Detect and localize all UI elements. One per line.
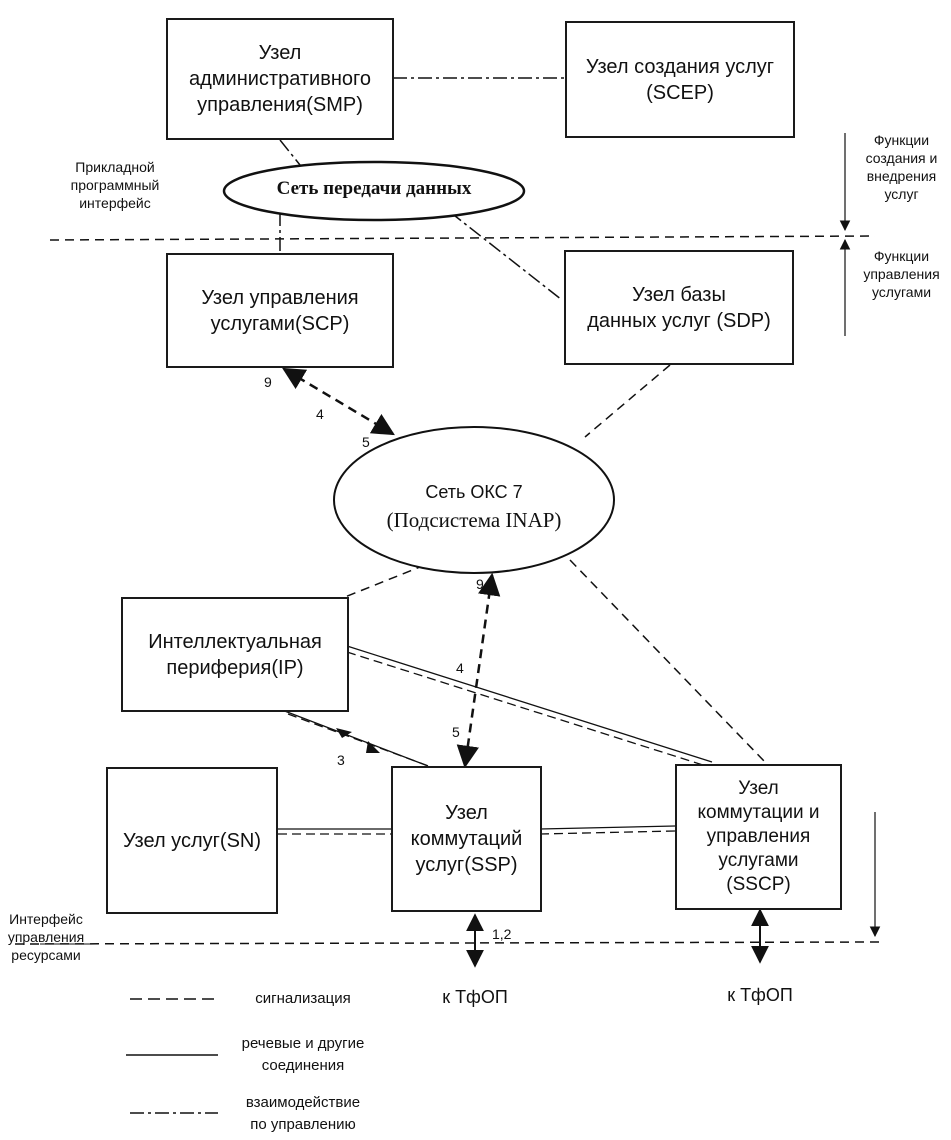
ssp-line-3: услуг(SSP): [415, 854, 518, 876]
speech-line-ip-sscp-a: [346, 645, 713, 763]
sdp-node: Узел базы данных услуг (SDP): [564, 250, 794, 365]
ip-node: Интеллектуальная периферия(IP): [121, 597, 349, 712]
signal-line-sdp-oks7: [584, 364, 671, 438]
sscp-line-1: Узел: [738, 778, 779, 799]
sdp-line-1: Узел базы: [632, 283, 726, 306]
smp-node: Узел административного управления(SMP): [166, 18, 394, 140]
interface-number-5-ssp: 5: [452, 724, 460, 740]
interface-number-4-ssp: 4: [456, 660, 464, 676]
sdp-line-2: данных услуг (SDP): [587, 309, 771, 332]
sn-node: Узел услуг(SN): [106, 767, 278, 914]
resource-label-1: Интерфейс: [9, 911, 83, 927]
oks7-ellipse: [333, 426, 615, 574]
legend-signaling-label: сигнализация: [255, 990, 351, 1007]
sscp-line-3: управления: [706, 826, 811, 847]
signal-line-scp-oks7: [282, 367, 395, 436]
scp-line-2: услугами(SCP): [210, 312, 350, 335]
api-label-3: интерфейс: [79, 195, 151, 211]
management-label-1: Функции: [873, 248, 930, 264]
interface-number-1-2: 1,2: [492, 926, 512, 942]
arrow-ip-ssp-1: [336, 728, 352, 738]
sscp-line-5: (SSCP): [726, 874, 791, 895]
ssp-line-2: коммутаций: [410, 828, 523, 850]
oks7-label-2: (Подсистема INAP): [386, 508, 562, 532]
ip-line-2: периферия(IP): [166, 656, 304, 679]
api-label-1: Прикладной: [75, 159, 155, 175]
legend-speech-line-2: соединения: [261, 1057, 345, 1074]
legend-speech-line-1: речевые и другие: [241, 1035, 365, 1052]
scp-node: Узел управления услугами(SCP): [166, 253, 394, 368]
boundary-line-top: [49, 235, 876, 241]
scp-line-1: Узел управления: [201, 286, 359, 309]
speech-line-ip-ssp-a: [281, 709, 429, 767]
management-label-2: управления: [863, 266, 940, 282]
scep-node: Узел создания услуг (SCEP): [565, 21, 795, 138]
creation-label-2: создания и: [865, 150, 938, 166]
pstn-label-sscp: к ТфОП: [727, 985, 793, 1005]
interface-number-9-scp: 9: [264, 374, 272, 390]
api-label-2: программный: [70, 177, 160, 193]
creation-label-1: Функции: [873, 132, 930, 148]
signal-line-oks7-sscp: [569, 559, 766, 763]
scep-line-1: Узел создания услуг: [585, 55, 775, 78]
resource-label-2: управления: [7, 929, 85, 945]
sn-line-1: Узел услуг(SN): [122, 829, 262, 852]
boundary-line-bottom: [14, 941, 881, 945]
control-line-smp-network: [279, 139, 301, 166]
sscp-node: Узел коммутации и управления услугами (S…: [675, 764, 842, 910]
signal-line-oks7-ip: [344, 564, 426, 598]
scep-line-2: (SCEP): [646, 81, 714, 104]
management-functions-label: Функции управления услугами: [852, 247, 951, 301]
smp-line-3: управления(SMP): [197, 94, 363, 116]
creation-functions-label: Функции создания и внедрения услуг: [852, 131, 951, 203]
legend-speech-label: речевые и другие соединения: [228, 1033, 378, 1077]
signal-line-oks7-ssp: [456, 572, 501, 769]
speech-line-ip-ssp-b: [287, 713, 435, 769]
control-line-network-sdp: [449, 211, 563, 301]
sscp-line-4: услугами: [718, 850, 799, 871]
smp-line-2: административного: [188, 68, 371, 90]
ssp-line-1: Узел: [445, 802, 488, 824]
arrow-ip-ssp-2: [366, 741, 380, 753]
ssp-node: Узел коммутаций услуг(SSP): [391, 766, 542, 912]
legend-control-label: взаимодействие по управлению: [228, 1092, 378, 1136]
management-label-3: услугами: [871, 284, 932, 300]
data-network-ellipse: [222, 160, 526, 222]
oks7-label-1: Сеть ОКС 7: [425, 482, 523, 502]
sscp-line-2: коммутации и: [697, 802, 820, 823]
interface-number-4-scp: 4: [316, 406, 324, 422]
creation-label-3: внедрения: [866, 168, 937, 184]
legend-control-line-2: по управлению: [250, 1116, 356, 1133]
speech-line-ssp-sscp-a: [539, 825, 676, 830]
speech-line-ip-sscp-b: [346, 651, 707, 767]
interface-number-9-ssp: 9: [476, 576, 484, 592]
ip-line-1: Интеллектуальная: [148, 630, 322, 653]
interface-number-3: 3: [337, 752, 345, 768]
resource-label-3: ресурсами: [11, 947, 81, 963]
api-label: Прикладной программный интерфейс: [50, 158, 180, 212]
speech-line-ssp-sscp-b: [539, 830, 676, 835]
creation-label-4: услуг: [884, 186, 919, 202]
smp-line-1: Узел: [258, 42, 302, 64]
data-network-label: Сеть передачи данных: [276, 178, 472, 199]
interface-number-5-scp: 5: [362, 434, 370, 450]
resource-interface-label: Интерфейс управления ресурсами: [0, 910, 92, 964]
pstn-label-ssp: к ТфОП: [442, 987, 508, 1007]
legend-control-line-1: взаимодействие: [245, 1094, 361, 1111]
